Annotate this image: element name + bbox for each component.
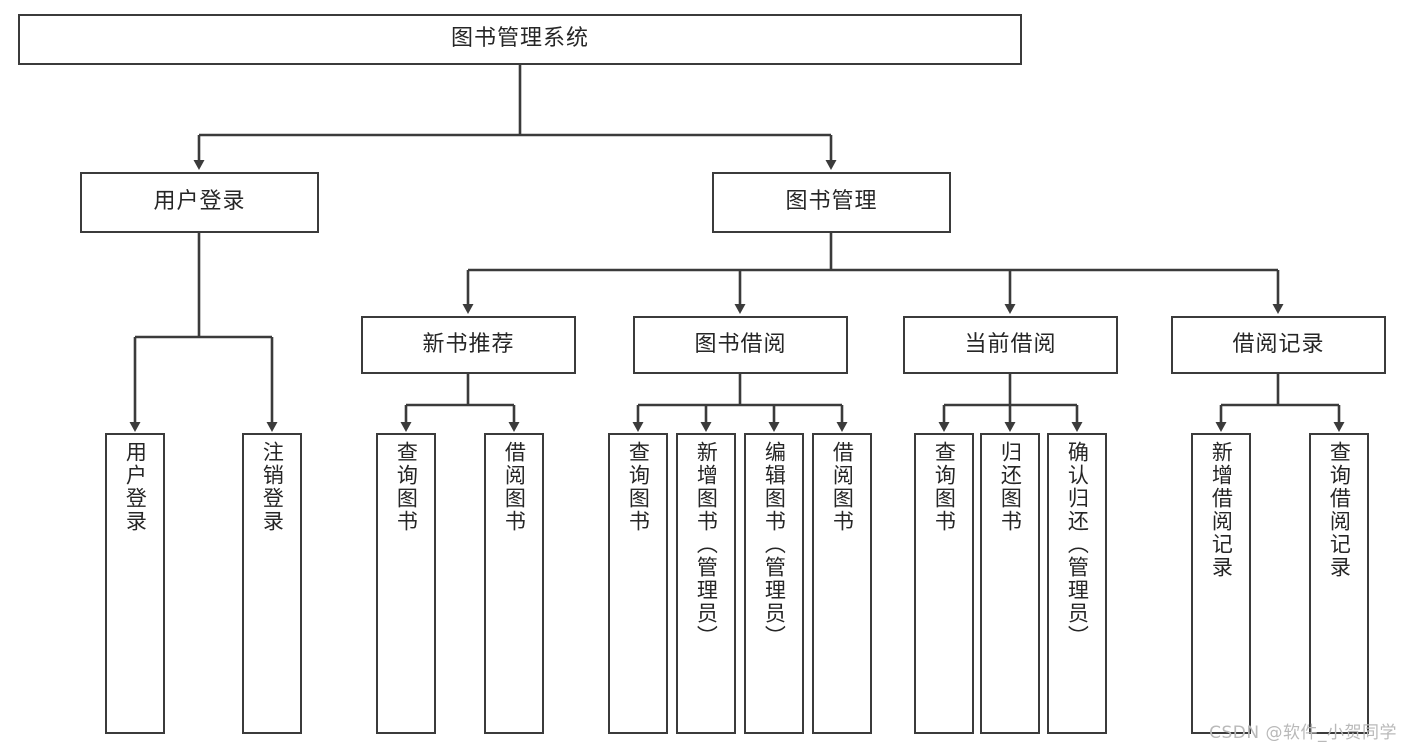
node-label: 借阅图书 xyxy=(502,441,527,533)
node-borrow-record[interactable]: 借阅记录 xyxy=(1171,316,1386,374)
node-label: 新增图书（管理员） xyxy=(694,441,719,648)
leaf-book-borrow-borrow-book[interactable]: 借阅图书 xyxy=(812,433,872,734)
leaf-book-borrow-edit-book-admin[interactable]: 编辑图书（管理员） xyxy=(744,433,804,734)
node-book-borrow[interactable]: 图书借阅 xyxy=(633,316,848,374)
node-label: 用户登录 xyxy=(153,189,246,215)
node-root-book-management-system[interactable]: 图书管理系统 xyxy=(18,14,1022,65)
node-label: 查询借阅记录 xyxy=(1327,441,1352,579)
leaf-user-login-logout[interactable]: 注销登录 xyxy=(242,433,302,734)
node-label: 查询图书 xyxy=(932,441,957,533)
leaf-current-borrow-return-book[interactable]: 归还图书 xyxy=(980,433,1040,734)
node-label: 用户登录 xyxy=(123,441,148,533)
leaf-current-borrow-confirm-return-admin[interactable]: 确认归还（管理员） xyxy=(1047,433,1107,734)
node-label: 借阅图书 xyxy=(830,441,855,533)
csdn-watermark: CSDN @软件_小贺同学 xyxy=(1209,723,1397,743)
node-label: 当前借阅 xyxy=(964,331,1057,357)
node-label: 注销登录 xyxy=(260,441,285,533)
leaf-new-book-query-book[interactable]: 查询图书 xyxy=(376,433,436,734)
leaf-user-login-login[interactable]: 用户登录 xyxy=(105,433,165,734)
node-label: 归还图书 xyxy=(998,441,1023,533)
node-book-management[interactable]: 图书管理 xyxy=(712,172,951,233)
node-label: 图书管理 xyxy=(785,189,878,215)
node-label: 图书借阅 xyxy=(694,331,787,357)
node-label: 图书管理系统 xyxy=(450,26,589,52)
leaf-book-borrow-query-book[interactable]: 查询图书 xyxy=(608,433,668,734)
node-label: 确认归还（管理员） xyxy=(1065,441,1090,648)
node-label: 查询图书 xyxy=(626,441,651,533)
leaf-borrow-record-query-record[interactable]: 查询借阅记录 xyxy=(1309,433,1369,734)
node-label: 新书推荐 xyxy=(422,331,515,357)
node-new-book-recommend[interactable]: 新书推荐 xyxy=(361,316,576,374)
node-label: 查询图书 xyxy=(394,441,419,533)
node-label: 编辑图书（管理员） xyxy=(762,441,787,648)
node-label: 借阅记录 xyxy=(1232,331,1325,357)
leaf-book-borrow-add-book-admin[interactable]: 新增图书（管理员） xyxy=(676,433,736,734)
leaf-new-book-borrow-book[interactable]: 借阅图书 xyxy=(484,433,544,734)
node-current-borrow[interactable]: 当前借阅 xyxy=(903,316,1118,374)
leaf-borrow-record-add-record[interactable]: 新增借阅记录 xyxy=(1191,433,1251,734)
node-user-login[interactable]: 用户登录 xyxy=(80,172,319,233)
leaf-current-borrow-query-book[interactable]: 查询图书 xyxy=(914,433,974,734)
node-label: 新增借阅记录 xyxy=(1209,441,1234,579)
